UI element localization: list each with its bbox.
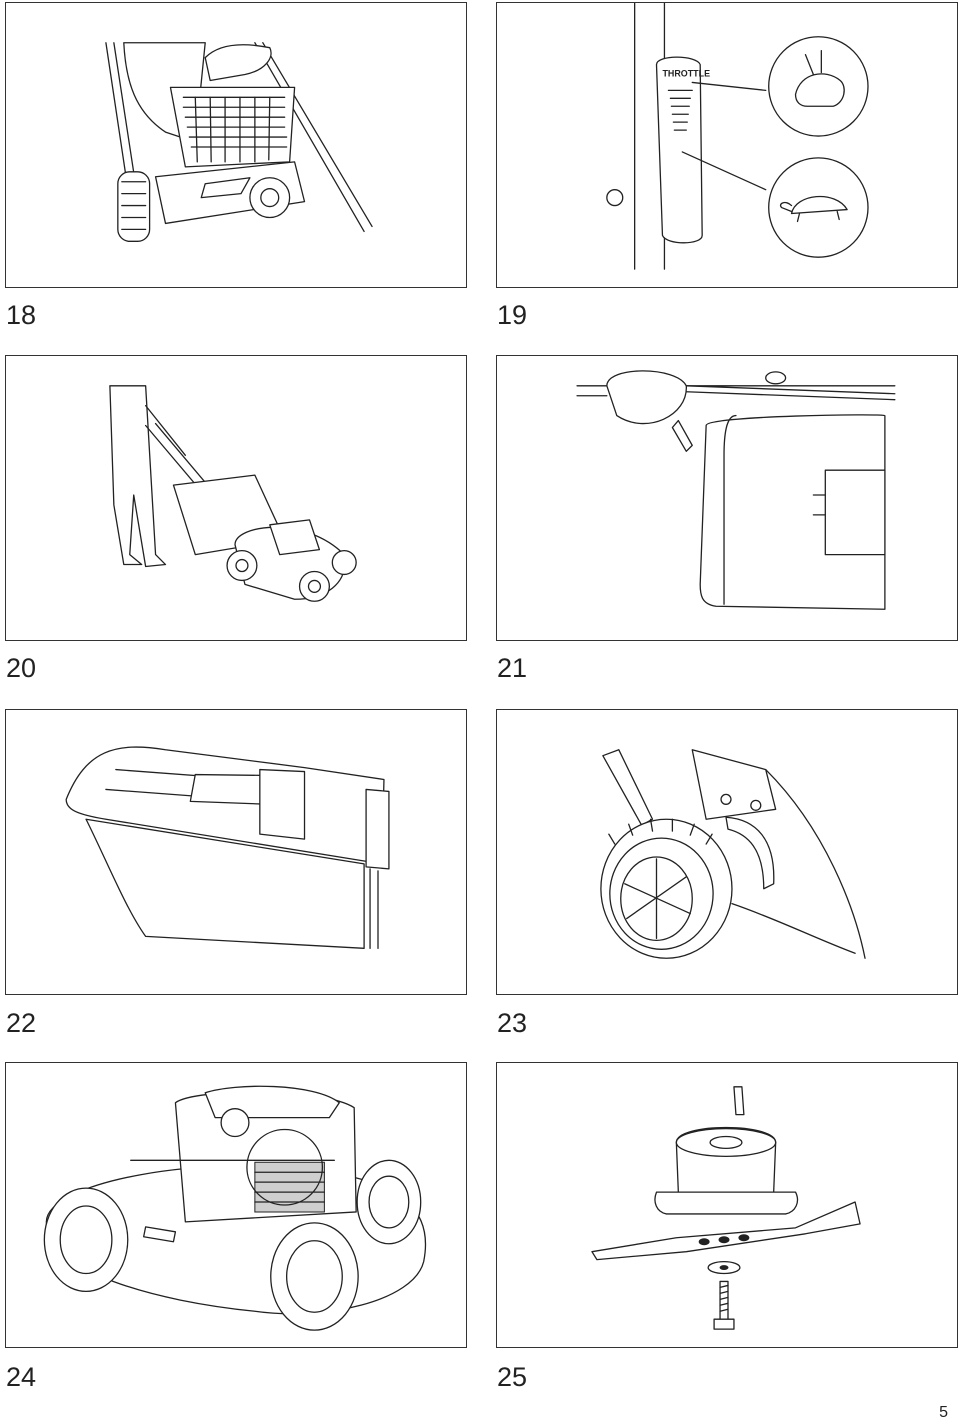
figure-21-number: 21 xyxy=(497,653,528,683)
figure-25-panel xyxy=(496,1062,958,1348)
figure-18-panel xyxy=(5,2,467,288)
page-number: 5 xyxy=(939,1404,948,1421)
figure-18-number: 18 xyxy=(6,300,37,330)
figure-22-illustration xyxy=(6,710,466,994)
figure-21-panel xyxy=(496,355,958,641)
figure-19-number: 19 xyxy=(497,300,528,330)
rabbit-icon xyxy=(769,37,868,136)
figure-22-panel xyxy=(5,709,467,995)
figure-24-illustration xyxy=(6,1063,466,1347)
figure-19-panel: THROTTLE xyxy=(496,2,958,288)
figure-20-number: 20 xyxy=(6,653,37,683)
figure-20-illustration xyxy=(6,356,466,640)
figure-23-number: 23 xyxy=(497,1008,528,1038)
figure-24-number: 24 xyxy=(6,1362,37,1392)
figure-24-panel xyxy=(5,1062,467,1348)
figure-21-illustration xyxy=(497,356,957,640)
throttle-label: THROTTLE xyxy=(662,68,710,78)
figure-25-illustration xyxy=(497,1063,957,1347)
figure-18-illustration xyxy=(6,3,466,287)
figure-23-panel xyxy=(496,709,958,995)
figure-20-panel xyxy=(5,355,467,641)
figure-23-illustration xyxy=(497,710,957,994)
figure-19-illustration: THROTTLE xyxy=(497,3,957,287)
figure-22-number: 22 xyxy=(6,1008,37,1038)
figure-25-number: 25 xyxy=(497,1362,528,1392)
turtle-icon xyxy=(769,158,868,257)
